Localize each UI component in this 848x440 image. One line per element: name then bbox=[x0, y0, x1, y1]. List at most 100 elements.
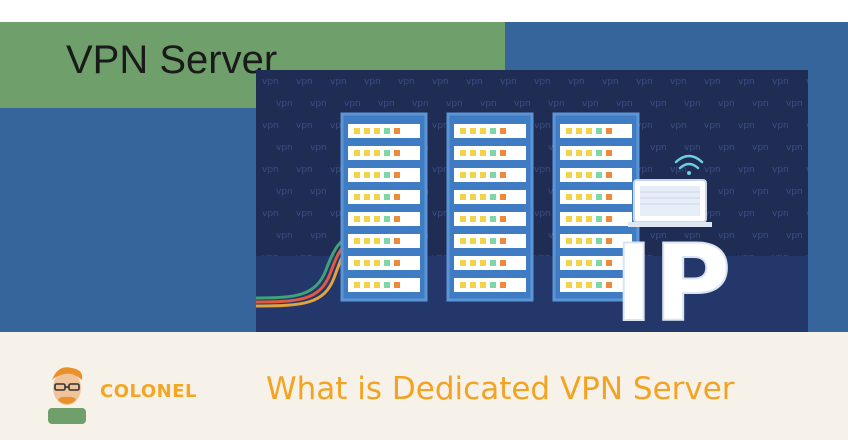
watermark-word: vpn bbox=[806, 165, 808, 175]
brand-logo-text: COLONEL bbox=[100, 381, 197, 402]
colonel-mascot-icon bbox=[48, 367, 86, 424]
server-led bbox=[576, 194, 582, 200]
server-led bbox=[480, 216, 486, 222]
server-led bbox=[606, 260, 612, 266]
banner-title: VPN Server bbox=[66, 38, 278, 82]
watermark-word: vpn bbox=[534, 209, 551, 219]
watermark-word: vpn bbox=[262, 165, 279, 175]
server-led bbox=[500, 194, 506, 200]
server-led bbox=[596, 238, 602, 244]
watermark-word: vpn bbox=[330, 121, 347, 131]
server-led bbox=[480, 128, 486, 134]
watermark-word: vpn bbox=[310, 99, 327, 109]
server-led bbox=[394, 172, 400, 178]
watermark-word: vpn bbox=[786, 187, 803, 197]
server-led bbox=[384, 128, 390, 134]
server-led bbox=[364, 238, 370, 244]
server-led bbox=[606, 172, 612, 178]
server-led bbox=[490, 238, 496, 244]
watermark-word: vpn bbox=[786, 99, 803, 109]
server-led bbox=[470, 128, 476, 134]
watermark-word: vpn bbox=[602, 77, 619, 87]
server-led bbox=[596, 128, 602, 134]
server-led bbox=[354, 150, 360, 156]
watermark-word: vpn bbox=[704, 77, 721, 87]
watermark-word: vpn bbox=[718, 187, 735, 197]
server-led bbox=[460, 238, 466, 244]
watermark-word: vpn bbox=[276, 99, 293, 109]
server-led bbox=[374, 260, 380, 266]
server-led bbox=[490, 216, 496, 222]
watermark-word: vpn bbox=[752, 187, 769, 197]
watermark-word: vpn bbox=[670, 77, 687, 87]
server-led bbox=[576, 238, 582, 244]
watermark-word: vpn bbox=[262, 209, 279, 219]
server-led bbox=[606, 216, 612, 222]
server-led bbox=[480, 260, 486, 266]
watermark-word: vpn bbox=[582, 99, 599, 109]
watermark-word: vpn bbox=[330, 165, 347, 175]
server-led bbox=[596, 282, 602, 288]
server-led bbox=[384, 150, 390, 156]
watermark-word: vpn bbox=[670, 165, 687, 175]
server-led bbox=[480, 282, 486, 288]
watermark-word: vpn bbox=[534, 121, 551, 131]
watermark-word: vpn bbox=[432, 121, 449, 131]
server-led bbox=[490, 128, 496, 134]
server-led bbox=[490, 150, 496, 156]
server-rack-icon bbox=[340, 112, 428, 302]
server-led bbox=[354, 260, 360, 266]
laptop-icon bbox=[628, 179, 712, 227]
server-led bbox=[374, 216, 380, 222]
server-led bbox=[460, 128, 466, 134]
watermark-word: vpn bbox=[636, 77, 653, 87]
watermark-word: vpn bbox=[568, 77, 585, 87]
server-rack-icon bbox=[446, 112, 534, 302]
watermark-word: vpn bbox=[738, 165, 755, 175]
watermark-word: vpn bbox=[650, 99, 667, 109]
watermark-word: vpn bbox=[446, 99, 463, 109]
server-led bbox=[394, 128, 400, 134]
server-led bbox=[500, 282, 506, 288]
watermark-word: vpn bbox=[684, 231, 701, 241]
watermark-word: vpn bbox=[738, 209, 755, 219]
server-led bbox=[500, 172, 506, 178]
watermark-word: vpn bbox=[500, 77, 517, 87]
server-led bbox=[374, 282, 380, 288]
server-led bbox=[364, 172, 370, 178]
top-strip bbox=[0, 0, 848, 22]
server-led bbox=[490, 194, 496, 200]
server-led bbox=[460, 260, 466, 266]
server-led bbox=[384, 282, 390, 288]
watermark-word: vpn bbox=[636, 165, 653, 175]
server-led bbox=[576, 216, 582, 222]
watermark-word: vpn bbox=[514, 99, 531, 109]
server-led bbox=[394, 282, 400, 288]
server-led bbox=[470, 260, 476, 266]
server-illustration: vpn vpn vpn vpn vpn vpn vpn vpn vpn vpn vpn vpn vpn v… bbox=[256, 70, 808, 332]
server-led bbox=[586, 282, 592, 288]
watermark-word: vpn bbox=[704, 121, 721, 131]
server-led bbox=[566, 238, 572, 244]
server-led bbox=[586, 260, 592, 266]
watermark-word: vpn bbox=[480, 99, 497, 109]
watermark-word: vpn bbox=[718, 231, 735, 241]
server-led bbox=[364, 194, 370, 200]
watermark-word: vpn bbox=[398, 77, 415, 87]
server-led bbox=[480, 194, 486, 200]
watermark-word: vpn bbox=[310, 143, 327, 153]
server-led bbox=[354, 194, 360, 200]
watermark-word: vpn bbox=[684, 143, 701, 153]
server-led bbox=[566, 216, 572, 222]
watermark-word: vpn bbox=[738, 77, 755, 87]
server-led bbox=[576, 128, 582, 134]
server-led bbox=[586, 172, 592, 178]
watermark-word: vpn bbox=[806, 77, 808, 87]
server-led bbox=[596, 194, 602, 200]
server-led bbox=[566, 172, 572, 178]
server-led bbox=[364, 128, 370, 134]
watermark-word: vpn bbox=[534, 165, 551, 175]
server-led bbox=[394, 238, 400, 244]
server-led bbox=[576, 260, 582, 266]
server-led bbox=[460, 150, 466, 156]
